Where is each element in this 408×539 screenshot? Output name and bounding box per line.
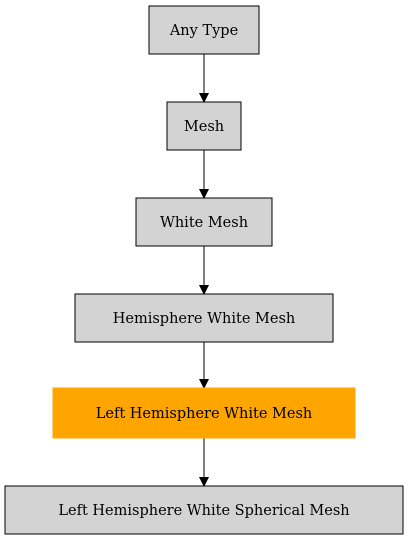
node-box-left-hemisphere-white-mesh xyxy=(52,387,356,439)
node-box-white-mesh xyxy=(135,197,273,247)
node-box-hemisphere-white-mesh xyxy=(74,293,334,343)
node-box-any-type xyxy=(148,5,260,55)
node-label-any-type: Any Type xyxy=(169,23,238,39)
node-box-mesh xyxy=(166,101,242,151)
node-any-type: Any Type xyxy=(148,5,260,55)
node-label-mesh: Mesh xyxy=(184,119,224,135)
node-box-left-hemisphere-white-spherical-mesh xyxy=(4,485,404,535)
node-label-hemisphere-white-mesh: Hemisphere White Mesh xyxy=(113,311,295,327)
node-white-mesh: White Mesh xyxy=(135,197,273,247)
node-label-white-mesh: White Mesh xyxy=(160,215,248,231)
node-label-left-hemisphere-white-spherical-mesh: Left Hemisphere White Spherical Mesh xyxy=(58,503,349,519)
node-label-left-hemisphere-white-mesh: Left Hemisphere White Mesh xyxy=(96,406,313,422)
node-hemisphere-white-mesh: Hemisphere White Mesh xyxy=(74,293,334,343)
node-mesh: Mesh xyxy=(166,101,242,151)
node-left-hemisphere-white-mesh: Left Hemisphere White Mesh xyxy=(52,387,356,439)
node-left-hemisphere-white-spherical-mesh: Left Hemisphere White Spherical Mesh xyxy=(4,485,404,535)
